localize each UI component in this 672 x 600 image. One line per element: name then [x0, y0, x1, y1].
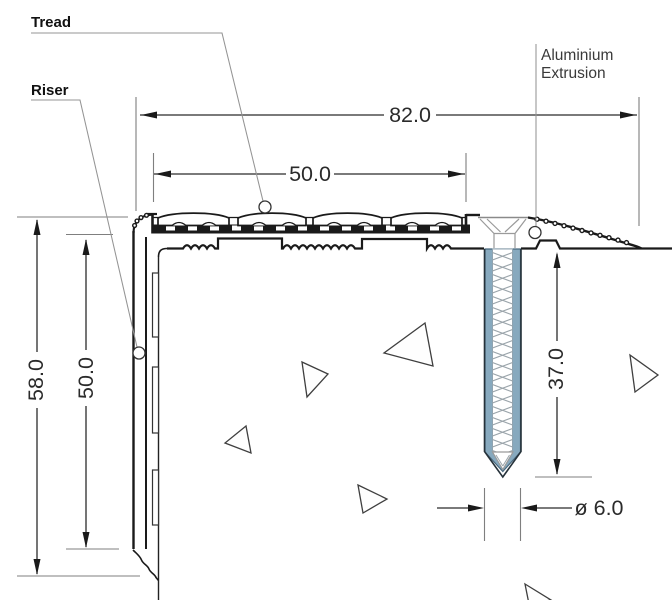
- extrusion-label-line1: Aluminium: [541, 47, 613, 64]
- aggregate-triangle: [223, 424, 252, 455]
- countersink-head: [478, 216, 528, 248]
- underside-notches: [166, 225, 461, 231]
- dimension-37: 37.0: [535, 252, 592, 478]
- label-aluminium-extrusion: Aluminium Extrusion: [528, 44, 613, 240]
- nose-serrations: [534, 216, 630, 246]
- label-tread: Tread: [31, 14, 272, 214]
- substrate-corner-radius: [157, 247, 168, 258]
- tread-leader-circle: [258, 200, 272, 214]
- dim-tread-insert-width: 50.0: [289, 162, 331, 186]
- extrusion-label-line2: Extrusion: [541, 65, 606, 82]
- screw-thread: [492, 249, 513, 452]
- aggregate-triangle: [524, 582, 553, 600]
- dim-screw-embedment: 37.0: [544, 348, 568, 390]
- aggregate-triangle: [301, 360, 330, 399]
- substrate-top-surface-right: [521, 239, 672, 250]
- pilot-hole-outline: [483, 249, 522, 479]
- aggregate-triangle: [629, 353, 660, 394]
- dimension-50-top: 50.0: [152, 153, 467, 202]
- dimension-58: 58.0: [17, 216, 140, 577]
- insert-clip-bumps: [171, 221, 450, 227]
- screw-point-thread: [495, 454, 510, 467]
- aggregate-triangle: [357, 483, 389, 515]
- adhesive-rib: [151, 366, 160, 434]
- substrate-top-surface-left: [167, 237, 484, 253]
- corner-serrations: [132, 212, 150, 229]
- adhesive-rib: [151, 272, 160, 338]
- label-riser: Riser: [31, 82, 146, 360]
- screw-point: [491, 451, 515, 471]
- dim-riser-leg-height: 50.0: [74, 357, 98, 399]
- underside-serration-band: [152, 224, 470, 234]
- fixing-screw: [478, 216, 528, 479]
- substrate-break-line: [132, 549, 160, 582]
- dim-screw-diameter: ø 6.0: [575, 496, 624, 520]
- aluminium-extrusion-profile: [132, 212, 643, 549]
- dimension-diameter-6: ø 6.0: [437, 488, 624, 541]
- dim-overall-height: 58.0: [24, 359, 48, 401]
- dim-overall-width: 82.0: [389, 103, 431, 127]
- aggregate-triangle: [382, 321, 434, 367]
- riser-label: Riser: [31, 82, 69, 99]
- concrete-aggregate: [223, 321, 660, 600]
- concrete-substrate: [132, 237, 672, 600]
- dimension-50-vertical: 50.0: [66, 233, 119, 550]
- tread-label: Tread: [31, 14, 71, 31]
- riser-leader-circle: [132, 346, 146, 360]
- dimension-82: 82.0: [135, 97, 640, 226]
- extrusion-leader-circle: [528, 225, 542, 240]
- adhesive-rib: [151, 469, 160, 526]
